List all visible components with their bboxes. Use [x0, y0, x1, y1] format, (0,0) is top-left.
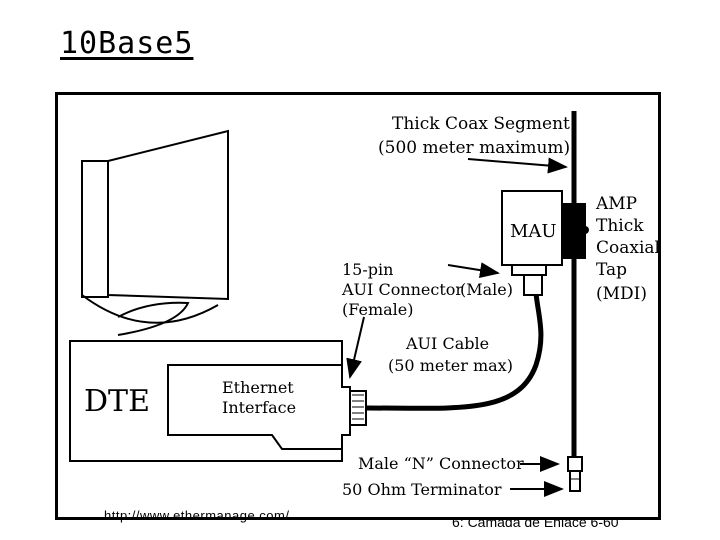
slide-footer: 6: Camada de Enlace 6-60 — [452, 514, 619, 530]
diagram-canvas: DTE Ethernet Interface MAU Thick Coax S — [69, 111, 658, 499]
interface-label-line2: Interface — [222, 398, 296, 417]
tap-label-line5: (MDI) — [596, 284, 647, 304]
aui-connector-label-line1: 15-pin — [342, 260, 393, 279]
ethernet-interface-card — [167, 364, 351, 450]
aui-cable-label-line2: (50 meter max) — [388, 356, 513, 375]
n-connector-label: Male “N” Connector — [358, 454, 524, 473]
tap-label-line1: AMP — [595, 194, 637, 214]
monitor-drawing — [81, 129, 229, 336]
coax-label-line1: Thick Coax Segment — [392, 114, 570, 134]
tap-label-line2: Thick — [596, 216, 644, 236]
mau-label: MAU — [510, 221, 557, 242]
aui-connector-label-line3: (Female) — [342, 300, 413, 319]
source-url: http://www.ethermanage.com/ — [104, 508, 290, 523]
n-connector — [567, 456, 583, 472]
tap-label-line3: Coaxial — [596, 238, 658, 258]
dte-label: DTE — [84, 384, 150, 419]
slide-title: 10Base5 — [60, 26, 194, 61]
aui-female-connector — [349, 390, 367, 426]
terminator — [569, 470, 581, 492]
coax-label-line2: (500 meter maximum) — [378, 138, 570, 158]
aui-cable-label-line1: AUI Cable — [405, 334, 489, 353]
aui-male-label: (Male) — [460, 280, 513, 299]
10base5-diagram: DTE Ethernet Interface MAU Thick Coax S — [55, 92, 661, 520]
aui-cable — [365, 292, 544, 411]
interface-label-line1: Ethernet — [222, 378, 294, 397]
tap-label-line4: Tap — [596, 260, 627, 280]
aui-connector-label-line2: AUI Connector — [341, 280, 463, 299]
aui-male-connector — [523, 274, 543, 296]
terminator-label: 50 Ohm Terminator — [342, 480, 502, 499]
